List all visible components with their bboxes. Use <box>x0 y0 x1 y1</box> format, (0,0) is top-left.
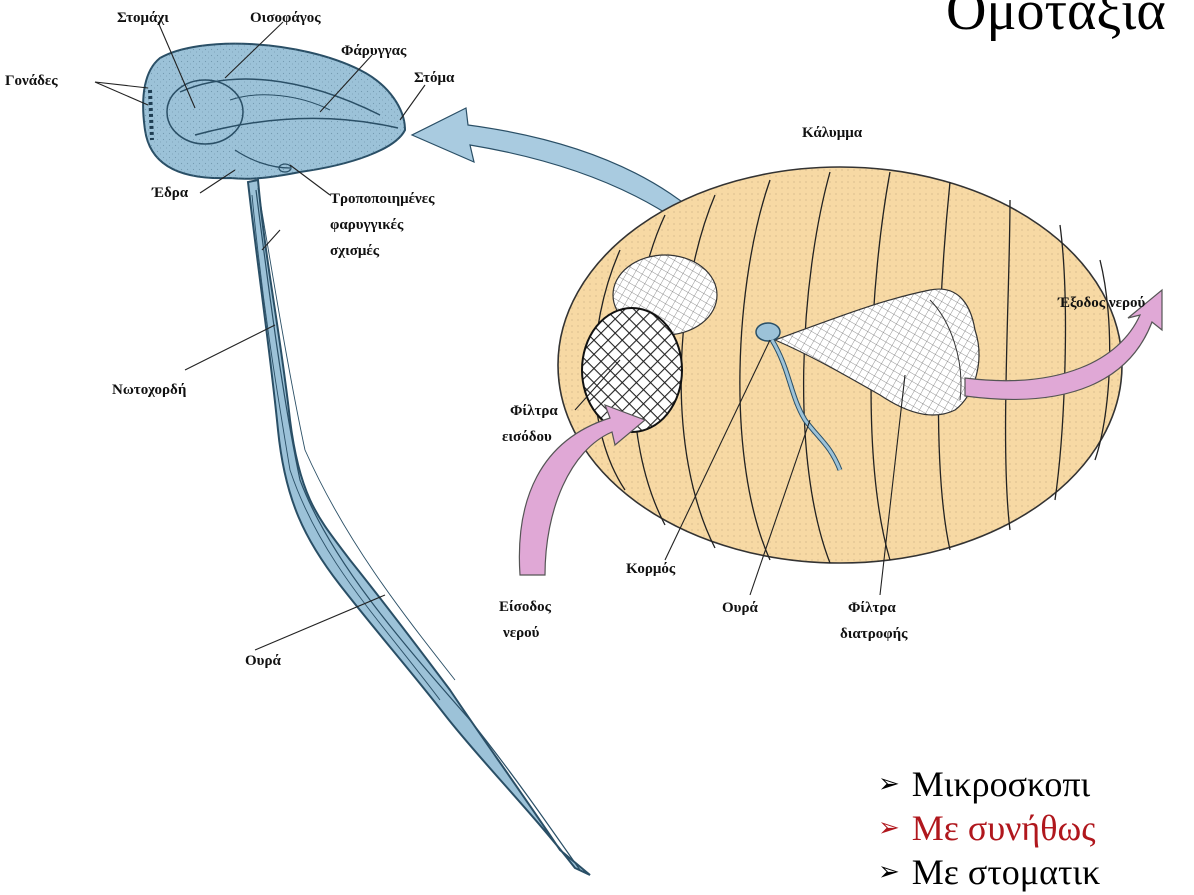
bullet-text: Με στοματικ <box>912 850 1100 894</box>
house-structure <box>558 167 1122 563</box>
label-pharynx: Φάρυγγας <box>341 43 407 59</box>
label-gill-slits-1: Τροποποιημένες <box>330 191 435 207</box>
label-water-out: Έξοδος νερού <box>1057 295 1146 311</box>
larvacean-body <box>143 44 590 875</box>
label-mouth: Στόμα <box>414 70 455 86</box>
inlet-filter-shape <box>582 308 682 432</box>
arrow-bullet-icon: ➢ <box>878 806 900 850</box>
label-stomach: Στομάχι <box>117 10 169 26</box>
label-water-in-2: νερού <box>502 625 540 641</box>
label-trunk: Κορμός <box>626 561 676 577</box>
bullet-text: Μικροσκοπι <box>912 762 1090 806</box>
label-feeding-filter-1: Φίλτρα <box>848 600 896 616</box>
bullet-item: ➢ Με στοματικ <box>878 850 1100 894</box>
arrow-bullet-icon: ➢ <box>878 762 900 806</box>
label-water-in-1: Είσοδος <box>499 599 552 615</box>
bullet-text: Με συνήθως <box>912 806 1096 850</box>
bullet-item: ➢ Με συνήθως <box>878 806 1100 850</box>
bullet-list: ➢ Μικροσκοπι ➢ Με συνήθως ➢ Με στοματικ <box>878 762 1100 894</box>
label-tail-right: Ουρά <box>722 600 758 616</box>
label-house: Κάλυμμα <box>802 125 863 141</box>
label-anus: Έδρα <box>151 185 189 201</box>
label-notochord: Νωτοχορδή <box>112 382 186 398</box>
label-gill-slits-3: σχισμές <box>330 243 380 259</box>
label-tail-left: Ουρά <box>245 653 281 669</box>
label-inlet-filter-1: Φίλτρα <box>510 403 558 419</box>
label-gill-slits-2: φαρυγγικές <box>330 217 404 233</box>
label-gonads: Γονάδες <box>5 73 58 89</box>
bullet-item: ➢ Μικροσκοπι <box>878 762 1100 806</box>
arrow-bullet-icon: ➢ <box>878 850 900 894</box>
label-inlet-filter-2: εισόδου <box>502 429 552 445</box>
label-esophagus: Οισοφάγος <box>250 10 321 26</box>
label-feeding-filter-2: διατροφής <box>840 626 908 642</box>
